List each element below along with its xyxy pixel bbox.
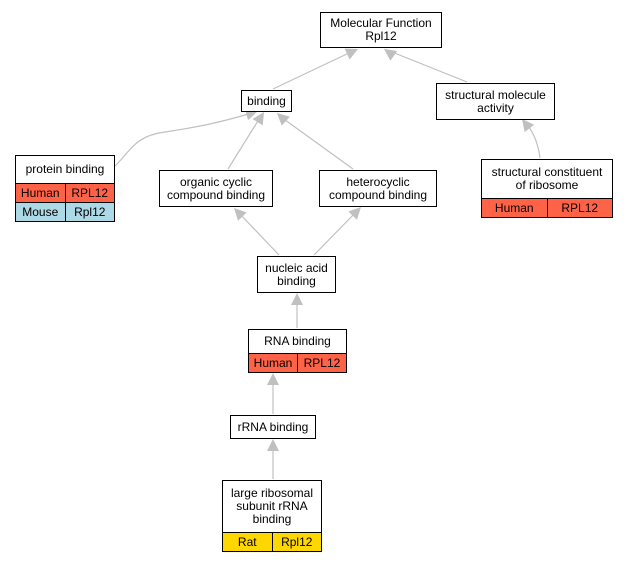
edge-arrowhead	[267, 439, 279, 451]
edge-arrowhead	[267, 373, 279, 385]
edge-arrowhead	[384, 49, 398, 61]
edge-nucleic-acid-to-organic-cyclic	[237, 211, 280, 256]
edge-arrowhead	[291, 293, 303, 305]
species-cell: Rat	[237, 534, 257, 549]
node-label: RNA binding	[264, 334, 331, 348]
species-cell: Human	[253, 355, 293, 370]
gene-row: Rat Rpl12	[223, 532, 321, 551]
node-binding[interactable]: binding	[241, 90, 292, 112]
edge-arrowhead	[234, 208, 247, 221]
edge-arrowhead	[348, 207, 361, 220]
edge-structural-molecule-activity-to-molecular-function	[391, 51, 468, 83]
gene-cell: RPL12	[546, 199, 613, 217]
gene-cell: RPL12	[64, 184, 115, 202]
gene-cell: RPL12	[297, 354, 346, 372]
gene-cell: Rpl12	[271, 533, 322, 551]
gene-cell: Rpl12	[64, 203, 115, 221]
edge-arrowhead	[344, 48, 358, 60]
edge-protein-binding-to-binding	[114, 112, 253, 167]
edge-organic-cyclic-to-binding	[227, 115, 262, 170]
node-protein-binding[interactable]: protein binding Human RPL12 Mouse Rpl12	[15, 155, 115, 222]
node-label: binding	[247, 93, 286, 108]
node-label: rRNA binding	[237, 419, 309, 434]
edge-arrowhead	[252, 112, 264, 126]
edge-heterocyclic-to-binding	[280, 116, 354, 170]
species-cell: Mouse	[22, 204, 59, 219]
node-rrna-binding[interactable]: rRNA binding	[230, 415, 316, 439]
gene-row: Mouse Rpl12	[16, 202, 114, 221]
edge-arrowhead	[277, 113, 290, 126]
edge-nucleic-acid-to-heterocyclic	[313, 210, 358, 256]
gene-row: Human RPL12	[482, 198, 612, 217]
species-cell: Human	[494, 200, 534, 215]
node-rna-binding[interactable]: RNA binding Human RPL12	[248, 329, 347, 373]
gene-row: Human RPL12	[249, 353, 346, 372]
node-label: protein binding	[25, 162, 105, 176]
edge-binding-to-molecular-function	[272, 51, 352, 90]
edge-arrowhead	[522, 119, 535, 133]
species-cell: Human	[20, 185, 60, 200]
gene-row: Human RPL12	[16, 183, 114, 202]
